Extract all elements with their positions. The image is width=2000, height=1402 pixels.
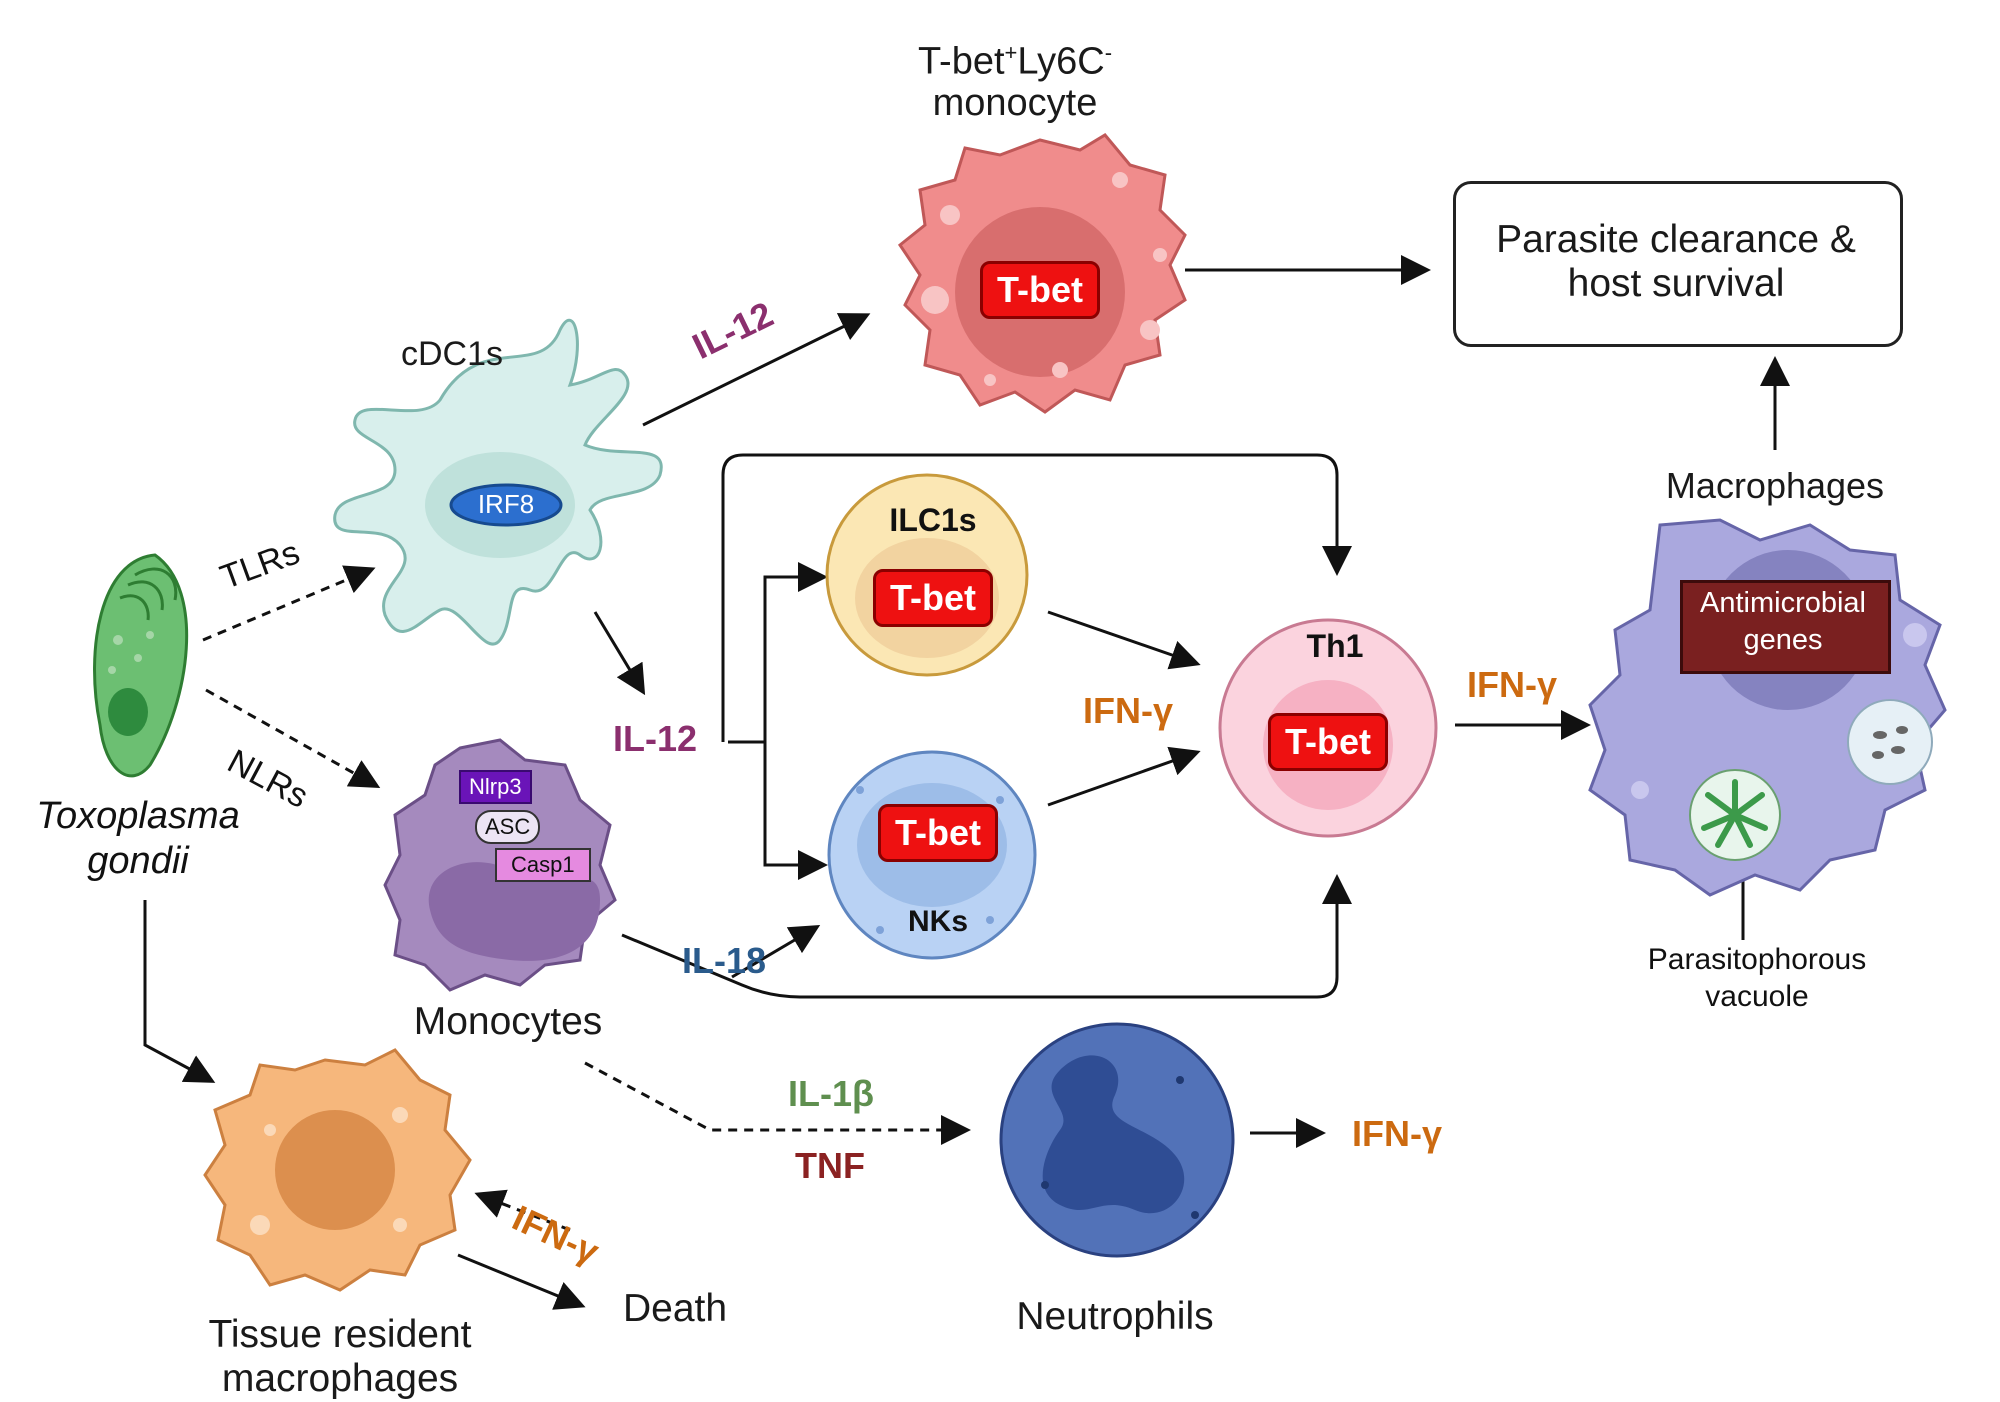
arrows [143, 255, 1853, 1310]
neutrophil-cell-icon [999, 1022, 1235, 1258]
outcome-box [1453, 181, 1903, 347]
antimicrobial-genes-line2: genes [1743, 624, 1823, 656]
nlr-arrow [205, 688, 381, 788]
monocyte-to-neutrophil-arrow [584, 1061, 971, 1145]
il18-to-nk-arrow [731, 924, 821, 979]
nk-label: NKs [907, 905, 969, 938]
vacuole-label-line2: vacuole [1705, 980, 1809, 1013]
il12-to-ilc1-arrow [728, 562, 828, 744]
parasite-name-line2: gondii [87, 840, 189, 882]
cdc1-to-il12-arrow [593, 611, 646, 696]
tlr-arrow [202, 565, 376, 642]
antimicrobial-genes-box [1680, 580, 1891, 674]
outcome-text-line2: host survival [1567, 262, 1785, 305]
macrophage-cell-icon [1588, 518, 1947, 897]
il12-mid-label: IL-12 [613, 718, 698, 759]
ifng-neutrophil-label: IFN-γ [1352, 1113, 1442, 1154]
irf8-nucleus [449, 483, 563, 527]
ifng-to-tissue-macrophage-arrow [474, 1189, 571, 1232]
ilc1-label: ILC1s [889, 502, 977, 538]
il12-to-nk-arrow [763, 742, 828, 880]
vacuole-label-line1: Parasitophorous [1647, 943, 1867, 976]
tbet-monocyte-label-line2: monocyte [932, 82, 1098, 124]
outcome-text-line1: Parasite clearance & [1496, 218, 1856, 261]
tissue-macrophage-label-line2: macrophages [221, 1357, 459, 1400]
il18-label: IL-18 [682, 940, 767, 981]
parasite-name-line1: Toxoplasma [36, 795, 240, 837]
monocytes-label: Monocytes [413, 1000, 603, 1043]
parasite-to-tissue-macrophage-arrow [143, 900, 216, 1083]
tbet-monocyte-label: T-bet+Ly6C- [918, 40, 1112, 84]
nk-tbet-badge: T-bet [878, 804, 998, 862]
ifng-center-label: IFN-γ [1083, 690, 1173, 731]
il12-to-th1-arrow [721, 453, 1352, 742]
ilc1-tbet-badge: T-bet [873, 569, 993, 627]
nlrp3-tag: Nlrp3 [459, 770, 532, 804]
tbet-monocyte-sup1: + [1004, 40, 1018, 65]
monocyte-to-th1-arrow [621, 874, 1352, 999]
il1b-label: IL-1β [788, 1073, 874, 1114]
antimicrobial-genes-line1: Antimicrobial [1700, 587, 1866, 619]
irf8-label: IRF8 [477, 489, 535, 519]
macrophages-label: Macrophages [1665, 465, 1885, 506]
cdc1-to-tbet-monocyte-arrow [642, 313, 871, 427]
toxoplasma-parasite-icon [93, 553, 189, 778]
casp1-tag: Casp1 [495, 848, 591, 882]
ilc1-to-th1-arrow [1047, 610, 1201, 670]
ifng-th1-label: IFN-γ [1467, 664, 1557, 705]
tbet-monocyte-label-mid: Ly6C [1017, 40, 1105, 83]
th1-label: Th1 [1306, 628, 1364, 664]
tbet-monocyte-tbet-badge: T-bet [980, 261, 1100, 319]
tissue-macrophage-to-death-arrow [457, 1253, 586, 1310]
neutrophils-label: Neutrophils [1016, 1295, 1214, 1338]
cdc1-label: cDC1s [400, 335, 504, 373]
th1-tbet-badge: T-bet [1268, 713, 1388, 771]
tissue-macrophage-label-line1: Tissue resident [208, 1313, 472, 1356]
asc-tag: ASC [475, 810, 541, 844]
tnf-label: TNF [795, 1145, 865, 1186]
death-label: Death [623, 1287, 728, 1330]
tbet-monocyte-sup2: - [1104, 40, 1113, 65]
tissue-macrophage-cell-icon [203, 1048, 472, 1292]
nk-to-th1-arrow [1047, 746, 1201, 807]
tbet-monocyte-label-prefix: T-bet [917, 40, 1005, 83]
